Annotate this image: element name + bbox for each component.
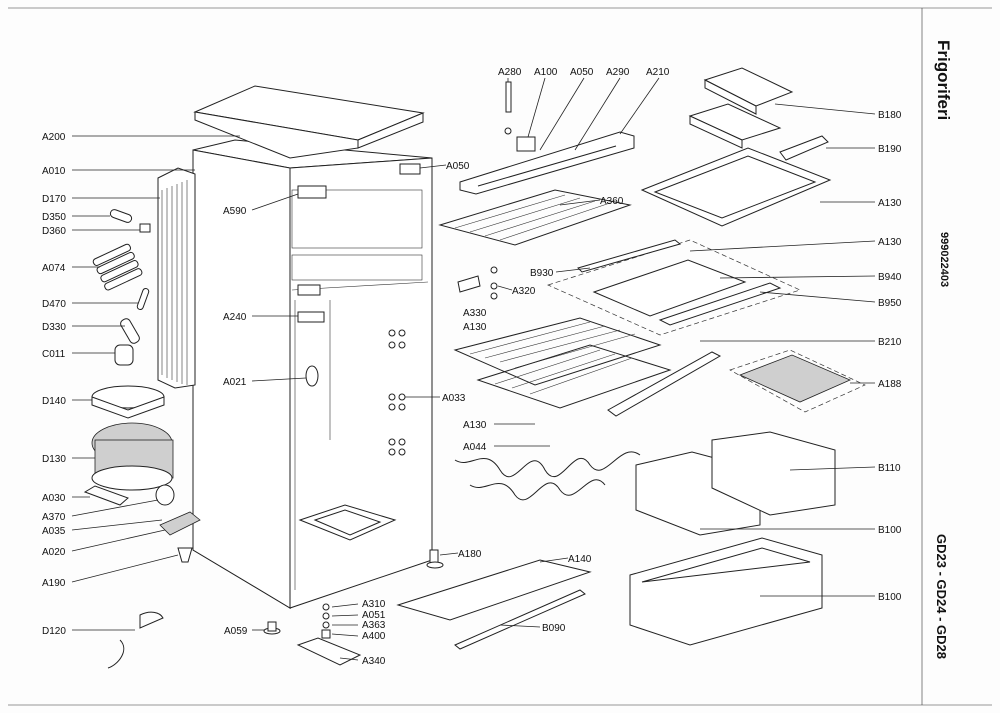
label-A130-c: A130: [878, 198, 902, 209]
wire-shelf-mid: [453, 317, 672, 409]
label-A280: A280: [498, 67, 522, 78]
label-B180: B180: [878, 110, 902, 121]
label-A340: A340: [362, 656, 386, 667]
label-D170: D170: [42, 194, 66, 205]
hinge-parts: [263, 81, 635, 666]
label-B090: B090: [542, 623, 566, 634]
label-B190: B190: [878, 144, 902, 155]
label-A100: A100: [534, 67, 558, 78]
label-A210: A210: [646, 67, 670, 78]
label-C011: C011: [42, 349, 66, 360]
label-D350: D350: [42, 212, 66, 223]
label-D360: D360: [42, 226, 66, 237]
cabinet-fittings: [297, 163, 421, 456]
label-A050: A050: [446, 161, 470, 172]
label-D330: D330: [42, 322, 66, 333]
label-A010: A010: [42, 166, 66, 177]
label-B110: B110: [878, 463, 901, 474]
leader-lines: [71, 77, 876, 661]
vegetable-drawer-large: [629, 537, 823, 646]
label-B930: B930: [530, 268, 554, 279]
label-B210: B210: [878, 337, 902, 348]
shelf-trim: [454, 589, 586, 650]
label-A130-d: A130: [878, 237, 902, 248]
crisper-lid: [729, 349, 866, 413]
label-A020: A020: [42, 547, 66, 558]
label-A310: A310: [362, 599, 386, 610]
glass-shelf: [396, 559, 592, 621]
catalog-title: Frigoriferi: [934, 40, 953, 120]
label-A130-b: A130: [463, 420, 487, 431]
label-D140: D140: [42, 396, 66, 407]
label-A200: A200: [42, 132, 66, 143]
label-B950: B950: [878, 298, 902, 309]
freezer-shelf-glass: [640, 147, 832, 227]
ice-trays: [688, 67, 794, 149]
crisper-rail: [607, 351, 722, 417]
model-list: GD23 - GD24 - GD28: [934, 534, 949, 659]
label-A033: A033: [442, 393, 466, 404]
label-A074: A074: [42, 263, 66, 274]
left-components: [83, 209, 201, 669]
label-B100-b: B100: [878, 592, 902, 603]
label-A190: A190: [42, 578, 66, 589]
bottle-rack: [454, 451, 641, 501]
cabinet-body: [192, 139, 433, 610]
label-B940: B940: [878, 272, 902, 283]
label-A050-top: A050: [570, 67, 594, 78]
label-D470: D470: [42, 299, 66, 310]
label-A290: A290: [606, 67, 630, 78]
wire-shelf-top: [438, 189, 632, 246]
label-A180: A180: [458, 549, 482, 560]
label-B100-a: B100: [878, 525, 902, 536]
label-D130: D130: [42, 454, 66, 465]
label-A330: A330: [463, 308, 487, 319]
label-A140: A140: [568, 554, 592, 565]
label-D120: D120: [42, 626, 66, 637]
label-A400: A400: [362, 631, 386, 642]
label-A240: A240: [223, 312, 247, 323]
catalog-code: 999022403: [938, 232, 950, 287]
label-A044: A044: [463, 442, 487, 453]
ice-scraper: [779, 135, 829, 161]
label-A320: A320: [512, 286, 536, 297]
top-cover-edge: [194, 111, 359, 159]
label-A590: A590: [223, 206, 247, 217]
label-A188: A188: [878, 379, 902, 390]
vegetable-drawer-small: [635, 431, 836, 536]
label-A035: A035: [42, 526, 66, 537]
label-A130-a: A130: [463, 322, 487, 333]
shelf-bracket: [457, 266, 498, 300]
label-A051: A051: [362, 610, 386, 621]
label-A030: A030: [42, 493, 66, 504]
label-A370: A370: [42, 512, 66, 523]
condenser-coil: [157, 167, 196, 389]
label-A059: A059: [224, 626, 248, 637]
label-A360: A360: [600, 196, 624, 207]
label-A021: A021: [223, 377, 247, 388]
crisper-cover-group: [547, 239, 801, 336]
label-A363: A363: [362, 620, 386, 631]
